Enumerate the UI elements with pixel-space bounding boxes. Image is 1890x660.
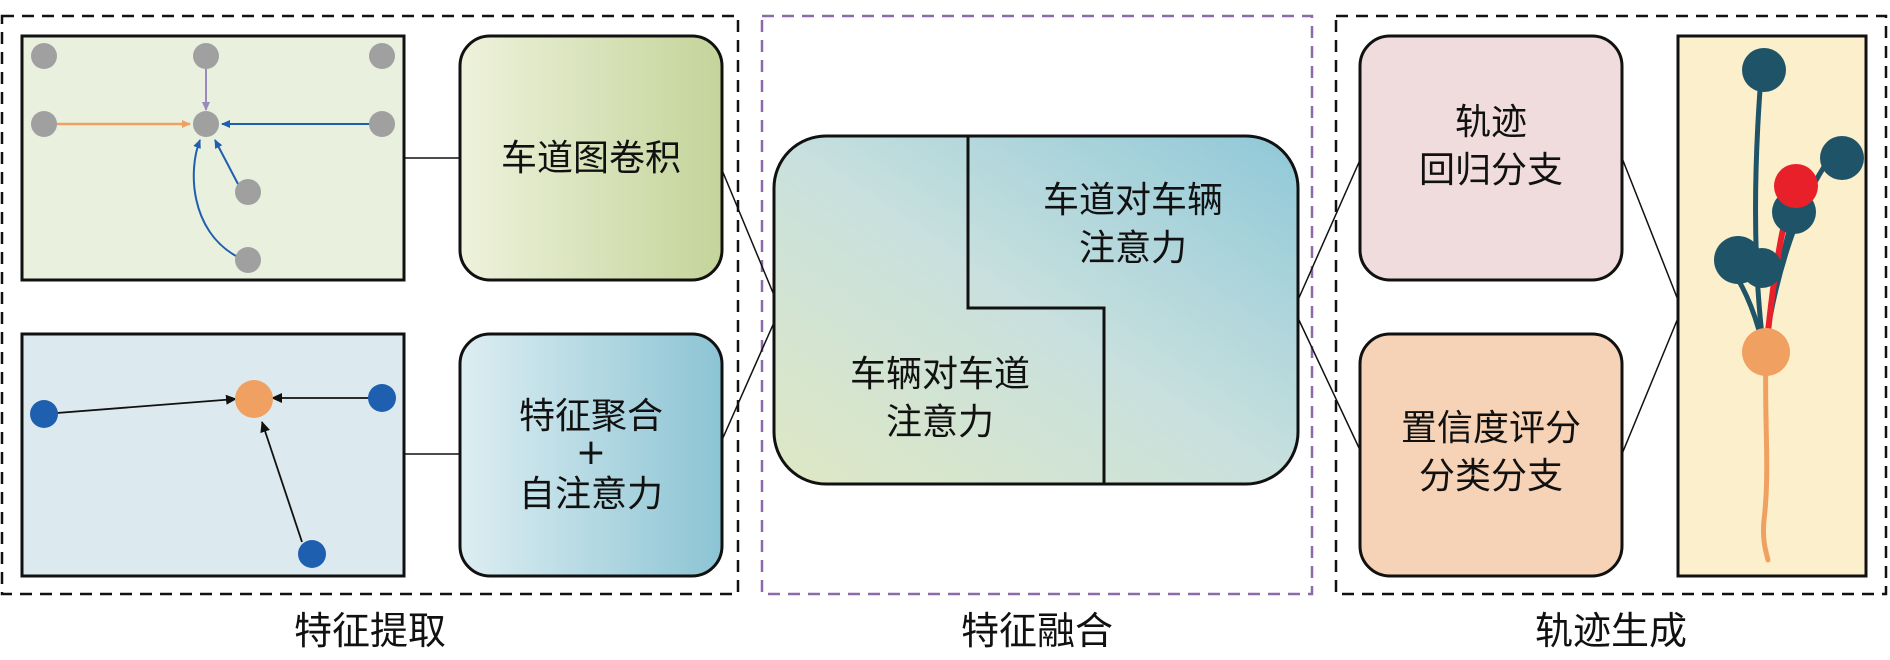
feature-agg-label-1: 特征聚合 (519, 396, 663, 437)
classification-branch-box: 置信度评分 分类分支 (1358, 332, 1624, 578)
gray-node (369, 43, 395, 69)
arrow-bottom-to-center (260, 421, 303, 543)
fusion-divider (966, 136, 1106, 484)
agent-graph-panel (20, 332, 406, 578)
connector-classification-to-traj (1621, 317, 1679, 455)
classification-line1: 置信度评分 (1401, 408, 1581, 449)
feature-agg-plus: + (576, 432, 606, 473)
gray-node (235, 247, 261, 273)
gray-node (31, 111, 57, 137)
current-position (1742, 328, 1790, 376)
blue-node (298, 540, 326, 568)
endpoint-teal (1742, 248, 1782, 288)
lane-graph-panel (20, 34, 406, 282)
section-label-fusion: 特征融合 (961, 609, 1113, 653)
regression-line1: 轨迹 (1455, 102, 1527, 143)
vehicle-to-lane-line1: 车辆对车道 (850, 354, 1030, 395)
lane-to-vehicle-line2: 注意力 (1079, 228, 1187, 269)
arrow-blue-curve (192, 139, 237, 257)
lane-conv-box: 车道图卷积 (458, 34, 724, 282)
vehicle-to-lane-line2: 注意力 (886, 402, 994, 443)
blue-node (368, 384, 396, 412)
trajectory-panel (1676, 34, 1868, 578)
gray-node (369, 111, 395, 137)
classification-line2: 分类分支 (1419, 456, 1563, 497)
connector-fusion-to-regression (1297, 159, 1361, 301)
gray-node (31, 43, 57, 69)
arrow-left-to-center (43, 394, 237, 415)
fusion-frame (760, 14, 1314, 596)
predicted-trajectory (1753, 63, 1767, 353)
feature-agg-label-2: 自注意力 (519, 474, 663, 515)
connector-regression-to-traj (1621, 157, 1679, 301)
generation-frame (1334, 14, 1888, 596)
section-label-generation: 轨迹生成 (1535, 609, 1687, 653)
gray-node (235, 179, 261, 205)
orange-node (235, 380, 273, 418)
connector-lane-to-fusion (721, 169, 777, 301)
gray-node-center (193, 111, 219, 137)
feature-agg-box: 特征聚合 + 自注意力 (458, 332, 724, 578)
regression-line2: 回归分支 (1419, 150, 1563, 191)
lane-to-vehicle-line1: 车道对车辆 (1043, 180, 1223, 221)
history-trajectory (1761, 351, 1771, 563)
regression-branch-box: 轨迹 回归分支 (1358, 34, 1624, 282)
lane-conv-label: 车道图卷积 (501, 138, 681, 179)
endpoint-teal (1742, 48, 1786, 92)
blue-node (30, 400, 58, 428)
extraction-frame (0, 14, 740, 596)
gray-node (193, 43, 219, 69)
fusion-block: 车道对车辆 注意力 车辆对车道 注意力 (772, 134, 1300, 486)
connector-agg-to-fusion (721, 317, 777, 441)
arrow-blue-diag (214, 139, 239, 185)
section-label-extraction: 特征提取 (294, 609, 446, 653)
endpoint-teal (1820, 136, 1864, 180)
endpoint-red (1774, 164, 1818, 208)
connector-fusion-to-classification (1297, 317, 1361, 451)
